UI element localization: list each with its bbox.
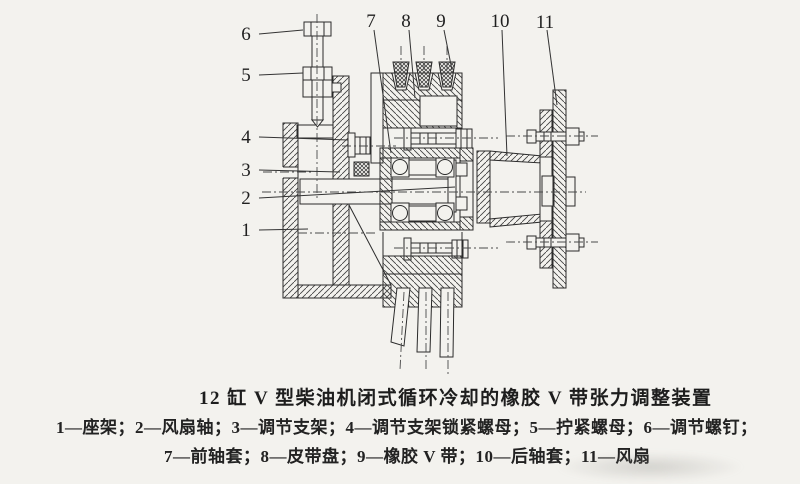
callout-3: 3 [241, 160, 251, 181]
callout-6: 6 [241, 24, 251, 45]
front-sleeve [380, 148, 473, 230]
figure-title: 12 缸 V 型柴油机闭式循环冷却的橡胶 V 带张力调整装置 [199, 388, 713, 409]
figure-legend-line1: 1—座架；2—风扇轴；3—调节支架；4—调节支架锁紧螺母；5—拧紧螺母；6—调节… [56, 418, 758, 437]
callout-7: 7 [366, 11, 376, 32]
callout-10: 10 [491, 11, 510, 32]
callout-4: 4 [241, 127, 251, 148]
callout-11: 11 [536, 12, 554, 33]
callout-numbers: 6 5 4 3 2 1 7 8 9 10 11 [241, 11, 554, 241]
fan-shaft [300, 160, 456, 212]
callout-8: 8 [401, 11, 411, 32]
callout-9: 9 [436, 11, 446, 32]
fan-bolt-bottom [527, 234, 584, 251]
section-drawing: 6 5 4 3 2 1 7 8 9 10 11 [241, 11, 800, 382]
callout-2: 2 [241, 188, 251, 209]
seat-bracket [282, 123, 391, 298]
fan [527, 90, 584, 288]
callout-1: 1 [241, 220, 251, 241]
centerlines [262, 14, 598, 374]
fan-bolt-top [527, 128, 584, 145]
scan-smudge [555, 452, 745, 482]
figure-legend-line2: 7—前轴套；8—皮带盘；9—橡胶 V 带；10—后轴套；11—风扇 [164, 447, 651, 466]
callout-5: 5 [241, 65, 251, 86]
tighten-nut [303, 67, 341, 97]
rubber-v-belts [391, 62, 455, 357]
leader-lines [259, 30, 557, 230]
